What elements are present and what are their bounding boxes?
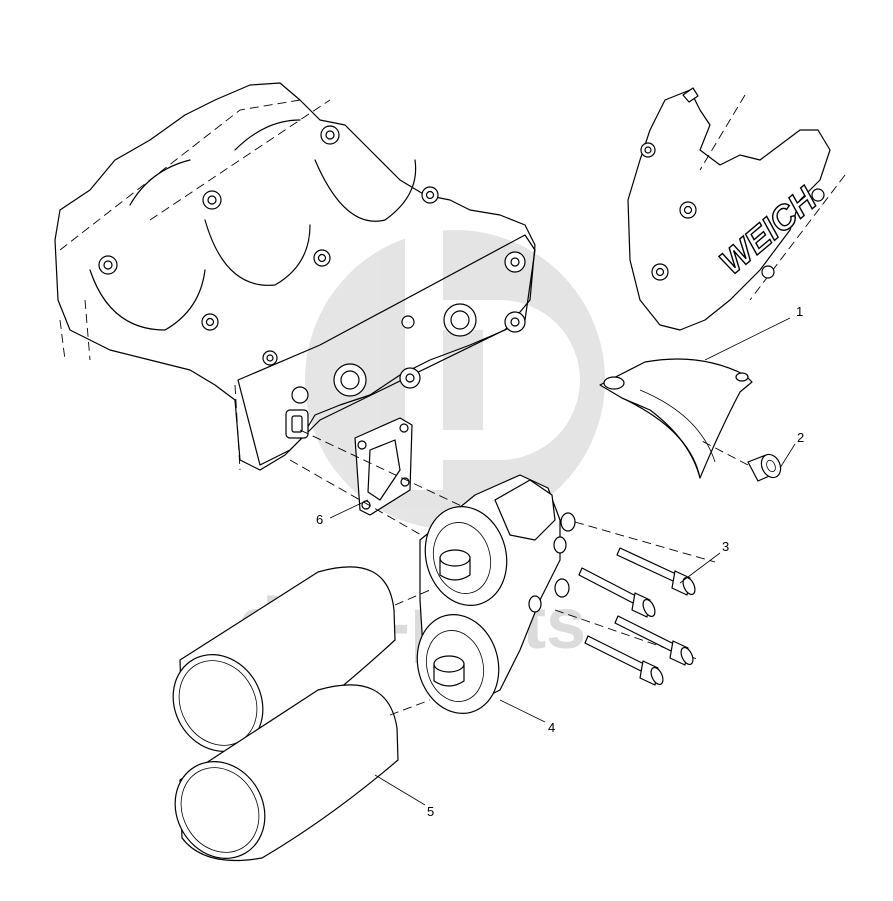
part-1-heat-shield bbox=[599, 358, 753, 479]
callout-6: 6 bbox=[316, 512, 323, 527]
bolt-3d bbox=[584, 635, 664, 686]
callout-labels: 1 2 3 4 5 6 bbox=[316, 304, 804, 819]
bolt-3b bbox=[578, 567, 656, 618]
bolt-3c bbox=[614, 615, 694, 666]
leader-lines bbox=[329, 317, 796, 806]
callout-1: 1 bbox=[796, 304, 803, 319]
engine-block bbox=[54, 82, 536, 471]
callout-4: 4 bbox=[548, 720, 555, 735]
part-6-gasket bbox=[289, 417, 471, 541]
part-4-filter-housing bbox=[416, 474, 716, 714]
part-5-oil-filters bbox=[172, 566, 431, 862]
part-2-bolt bbox=[699, 439, 782, 482]
exhaust-manifold: WEICH bbox=[627, 87, 846, 331]
callout-3: 3 bbox=[722, 539, 729, 554]
oil-filter-lower bbox=[174, 684, 399, 862]
bolt-3a bbox=[616, 547, 696, 596]
callout-5: 5 bbox=[427, 804, 434, 819]
part-3-bolts bbox=[578, 547, 696, 686]
callout-2: 2 bbox=[797, 430, 804, 445]
